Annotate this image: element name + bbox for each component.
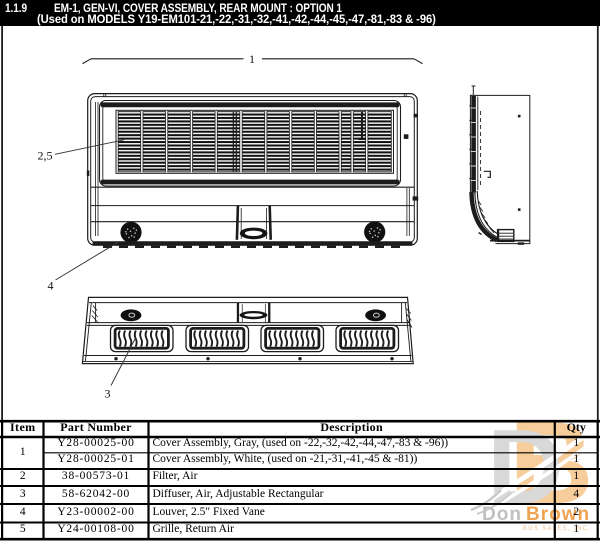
svg-text:4: 4 (48, 279, 54, 293)
svg-text:Don: Don (482, 504, 522, 525)
svg-text:B: B (509, 397, 594, 528)
svg-text:2,5: 2,5 (38, 149, 53, 163)
svg-text:1: 1 (249, 52, 255, 66)
svg-text:BUS SALES, INC.: BUS SALES, INC. (523, 526, 591, 532)
svg-text:Brown: Brown (526, 504, 590, 525)
svg-text:3: 3 (105, 387, 111, 401)
svg-text:D: D (487, 408, 564, 526)
